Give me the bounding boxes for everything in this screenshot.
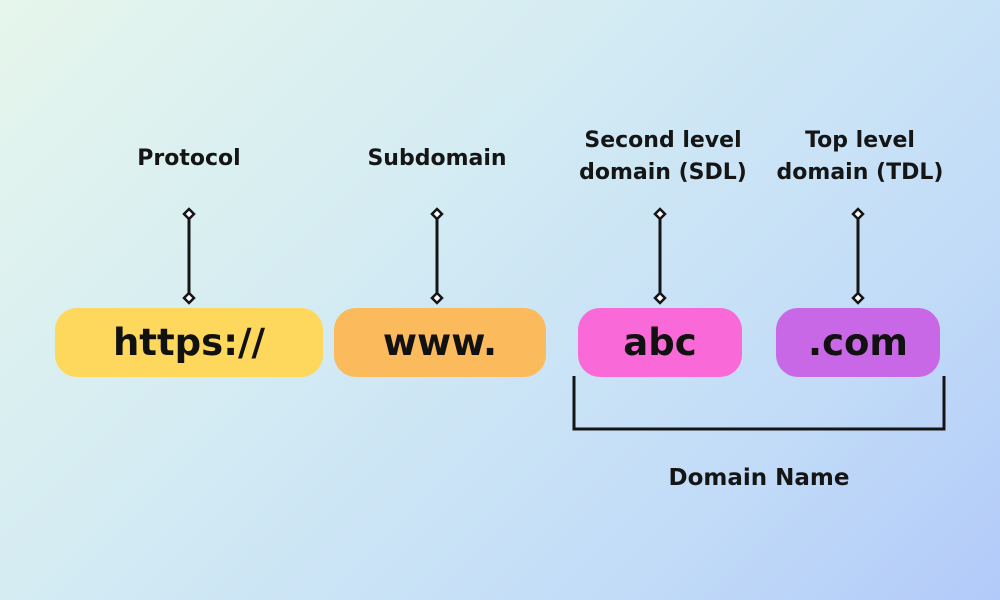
protocol-label: Protocol (137, 146, 241, 171)
second-level-domain-segment-text: abc (623, 321, 697, 364)
top-level-domain-segment-text: .com (808, 321, 908, 364)
subdomain-label: Subdomain (367, 146, 507, 171)
top-level-domain-label: Top level domain (TDL) (776, 128, 944, 185)
subdomain-segment-text: www. (382, 321, 498, 364)
top-level-domain-segment: .com (776, 308, 940, 377)
subdomain-connector (430, 207, 444, 305)
protocol-segment: https:// (55, 308, 323, 377)
domain-name-bracket (572, 376, 946, 431)
second-level-domain-label: Second level domain (SDL) (579, 128, 747, 185)
domain-name-label: Domain Name (668, 465, 850, 491)
subdomain-segment: www. (334, 308, 546, 377)
protocol-connector (182, 207, 196, 305)
second-level-domain-connector (653, 207, 667, 305)
second-level-domain-segment: abc (578, 308, 742, 377)
top-level-domain-connector (851, 207, 865, 305)
protocol-segment-text: https:// (112, 321, 266, 364)
